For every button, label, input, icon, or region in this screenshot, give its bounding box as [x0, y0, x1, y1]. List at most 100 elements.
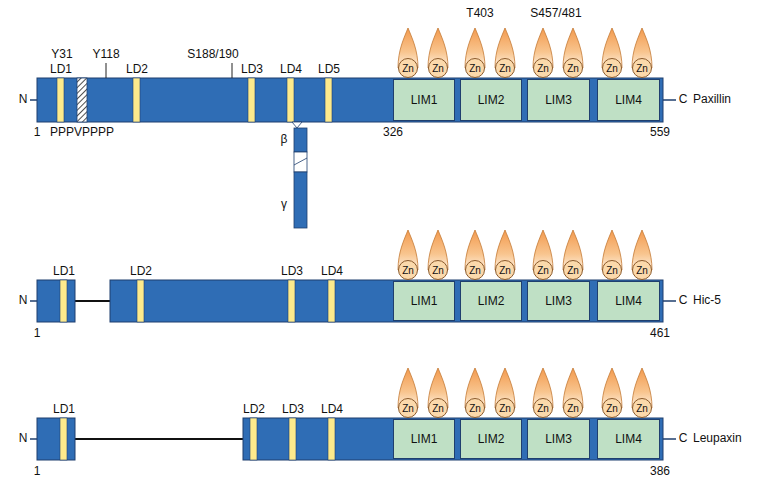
zinc-ion: Zn [632, 260, 652, 280]
domain-name: LIM2 [478, 93, 505, 107]
protein-name: Paxillin [693, 93, 731, 107]
zinc-label: Zn [469, 63, 481, 74]
zinc-ion: Zn [632, 58, 652, 78]
zinc-ion: Zn [533, 58, 553, 78]
lim-domain: LIM3 [527, 281, 590, 321]
domain-name: LIM2 [478, 432, 505, 446]
lim-domain: LIM3 [527, 79, 590, 121]
domain-name: LIM1 [411, 294, 438, 308]
terminus-label: C [679, 432, 688, 446]
residue-number: 1 [34, 126, 41, 140]
zinc-ion: Zn [465, 260, 485, 280]
zinc-label: Zn [636, 265, 648, 276]
phosphosite-label: S188/190 [187, 48, 238, 62]
ld-motif-label: LD5 [318, 63, 340, 77]
domain-name: LIM3 [545, 432, 572, 446]
residue-number: 1 [34, 465, 41, 479]
zinc-label: Zn [432, 403, 444, 414]
ld-motif-label: LD3 [241, 63, 263, 77]
zinc-label: Zn [402, 63, 414, 74]
ld-motif-label: LD4 [321, 265, 343, 279]
zinc-label: Zn [402, 265, 414, 276]
zinc-label: Zn [499, 403, 511, 414]
zinc-ion: Zn [428, 58, 448, 78]
zinc-ion: Zn [495, 260, 515, 280]
residue-number: 386 [650, 465, 670, 479]
terminus-label: N [19, 93, 28, 107]
lim-domain: LIM4 [597, 79, 660, 121]
domain-name: LIM2 [478, 294, 505, 308]
zinc-ion: Zn [398, 398, 418, 418]
residue-number: 461 [650, 327, 670, 341]
lim-domain: LIM1 [393, 419, 455, 459]
domain-name: LIM1 [411, 93, 438, 107]
zinc-label: Zn [636, 63, 648, 74]
domain-name: LIM4 [615, 432, 642, 446]
zinc-label: Zn [537, 265, 549, 276]
zinc-label: Zn [636, 403, 648, 414]
lim-domain: LIM1 [393, 79, 455, 121]
zinc-label: Zn [499, 265, 511, 276]
zinc-label: Zn [606, 265, 618, 276]
zinc-ion: Zn [398, 58, 418, 78]
lim-domain: LIM2 [460, 281, 522, 321]
ld-motif-label: LD4 [280, 63, 302, 77]
terminus-label: C [679, 294, 688, 308]
ld-motif-label: LD2 [243, 403, 265, 417]
terminus-label: C [679, 93, 688, 107]
ld-motif-label: LD3 [281, 265, 303, 279]
lim-domain: LIM1 [393, 281, 455, 321]
lim-domain: LIM2 [460, 419, 522, 459]
zinc-ion: Zn [495, 58, 515, 78]
lim-domain: LIM3 [527, 419, 590, 459]
isoform-label: γ [281, 198, 287, 212]
ld-motif-label: LD2 [130, 265, 152, 279]
domain-name: LIM4 [615, 294, 642, 308]
residue-number: 326 [383, 126, 403, 140]
protein-name: Leupaxin [693, 432, 742, 446]
domain-name: LIM3 [545, 93, 572, 107]
zinc-label: Zn [537, 403, 549, 414]
ld-motif-label: LD2 [126, 63, 148, 77]
zinc-ion: Zn [465, 58, 485, 78]
domain-name: LIM4 [615, 93, 642, 107]
zinc-label: Zn [469, 265, 481, 276]
zinc-ion: Zn [533, 260, 553, 280]
zinc-ion: Zn [632, 398, 652, 418]
zinc-ion: Zn [563, 398, 583, 418]
zinc-ion: Zn [428, 260, 448, 280]
zinc-label: Zn [606, 63, 618, 74]
zinc-label: Zn [606, 403, 618, 414]
phosphosite-label: Y118 [92, 48, 119, 62]
phosphosite-label: T403 [466, 7, 493, 21]
zinc-label: Zn [402, 403, 414, 414]
zinc-ion: Zn [428, 398, 448, 418]
lim-domain: LIM4 [597, 419, 660, 459]
domain-name: LIM3 [545, 294, 572, 308]
zinc-ion: Zn [602, 398, 622, 418]
zinc-ion: Zn [602, 58, 622, 78]
zinc-label: Zn [469, 403, 481, 414]
zinc-label: Zn [567, 403, 579, 414]
zinc-ion: Zn [602, 260, 622, 280]
zinc-label: Zn [432, 265, 444, 276]
zinc-ion: Zn [495, 398, 515, 418]
domain-name: LIM1 [411, 432, 438, 446]
residue-number: 559 [650, 126, 670, 140]
phosphosite-label: S457/481 [530, 7, 581, 21]
phosphosite-label: Y31 [51, 48, 72, 62]
ld-motif-label: LD1 [53, 265, 75, 279]
ld-motif-label: LD1 [53, 403, 75, 417]
residue-number: 1 [34, 327, 41, 341]
ld-motif-label: LD4 [321, 403, 343, 417]
ld-motif-label: LD3 [282, 403, 304, 417]
ld-motif-label: LD1 [50, 63, 72, 77]
zinc-label: Zn [567, 63, 579, 74]
lim-domain: LIM4 [597, 281, 660, 321]
zinc-label: Zn [432, 63, 444, 74]
proline-motif-label: PPPVPPPP [50, 126, 114, 140]
isoform-label: β [281, 133, 288, 147]
lim-domain: LIM2 [460, 79, 522, 121]
zinc-ion: Zn [533, 398, 553, 418]
